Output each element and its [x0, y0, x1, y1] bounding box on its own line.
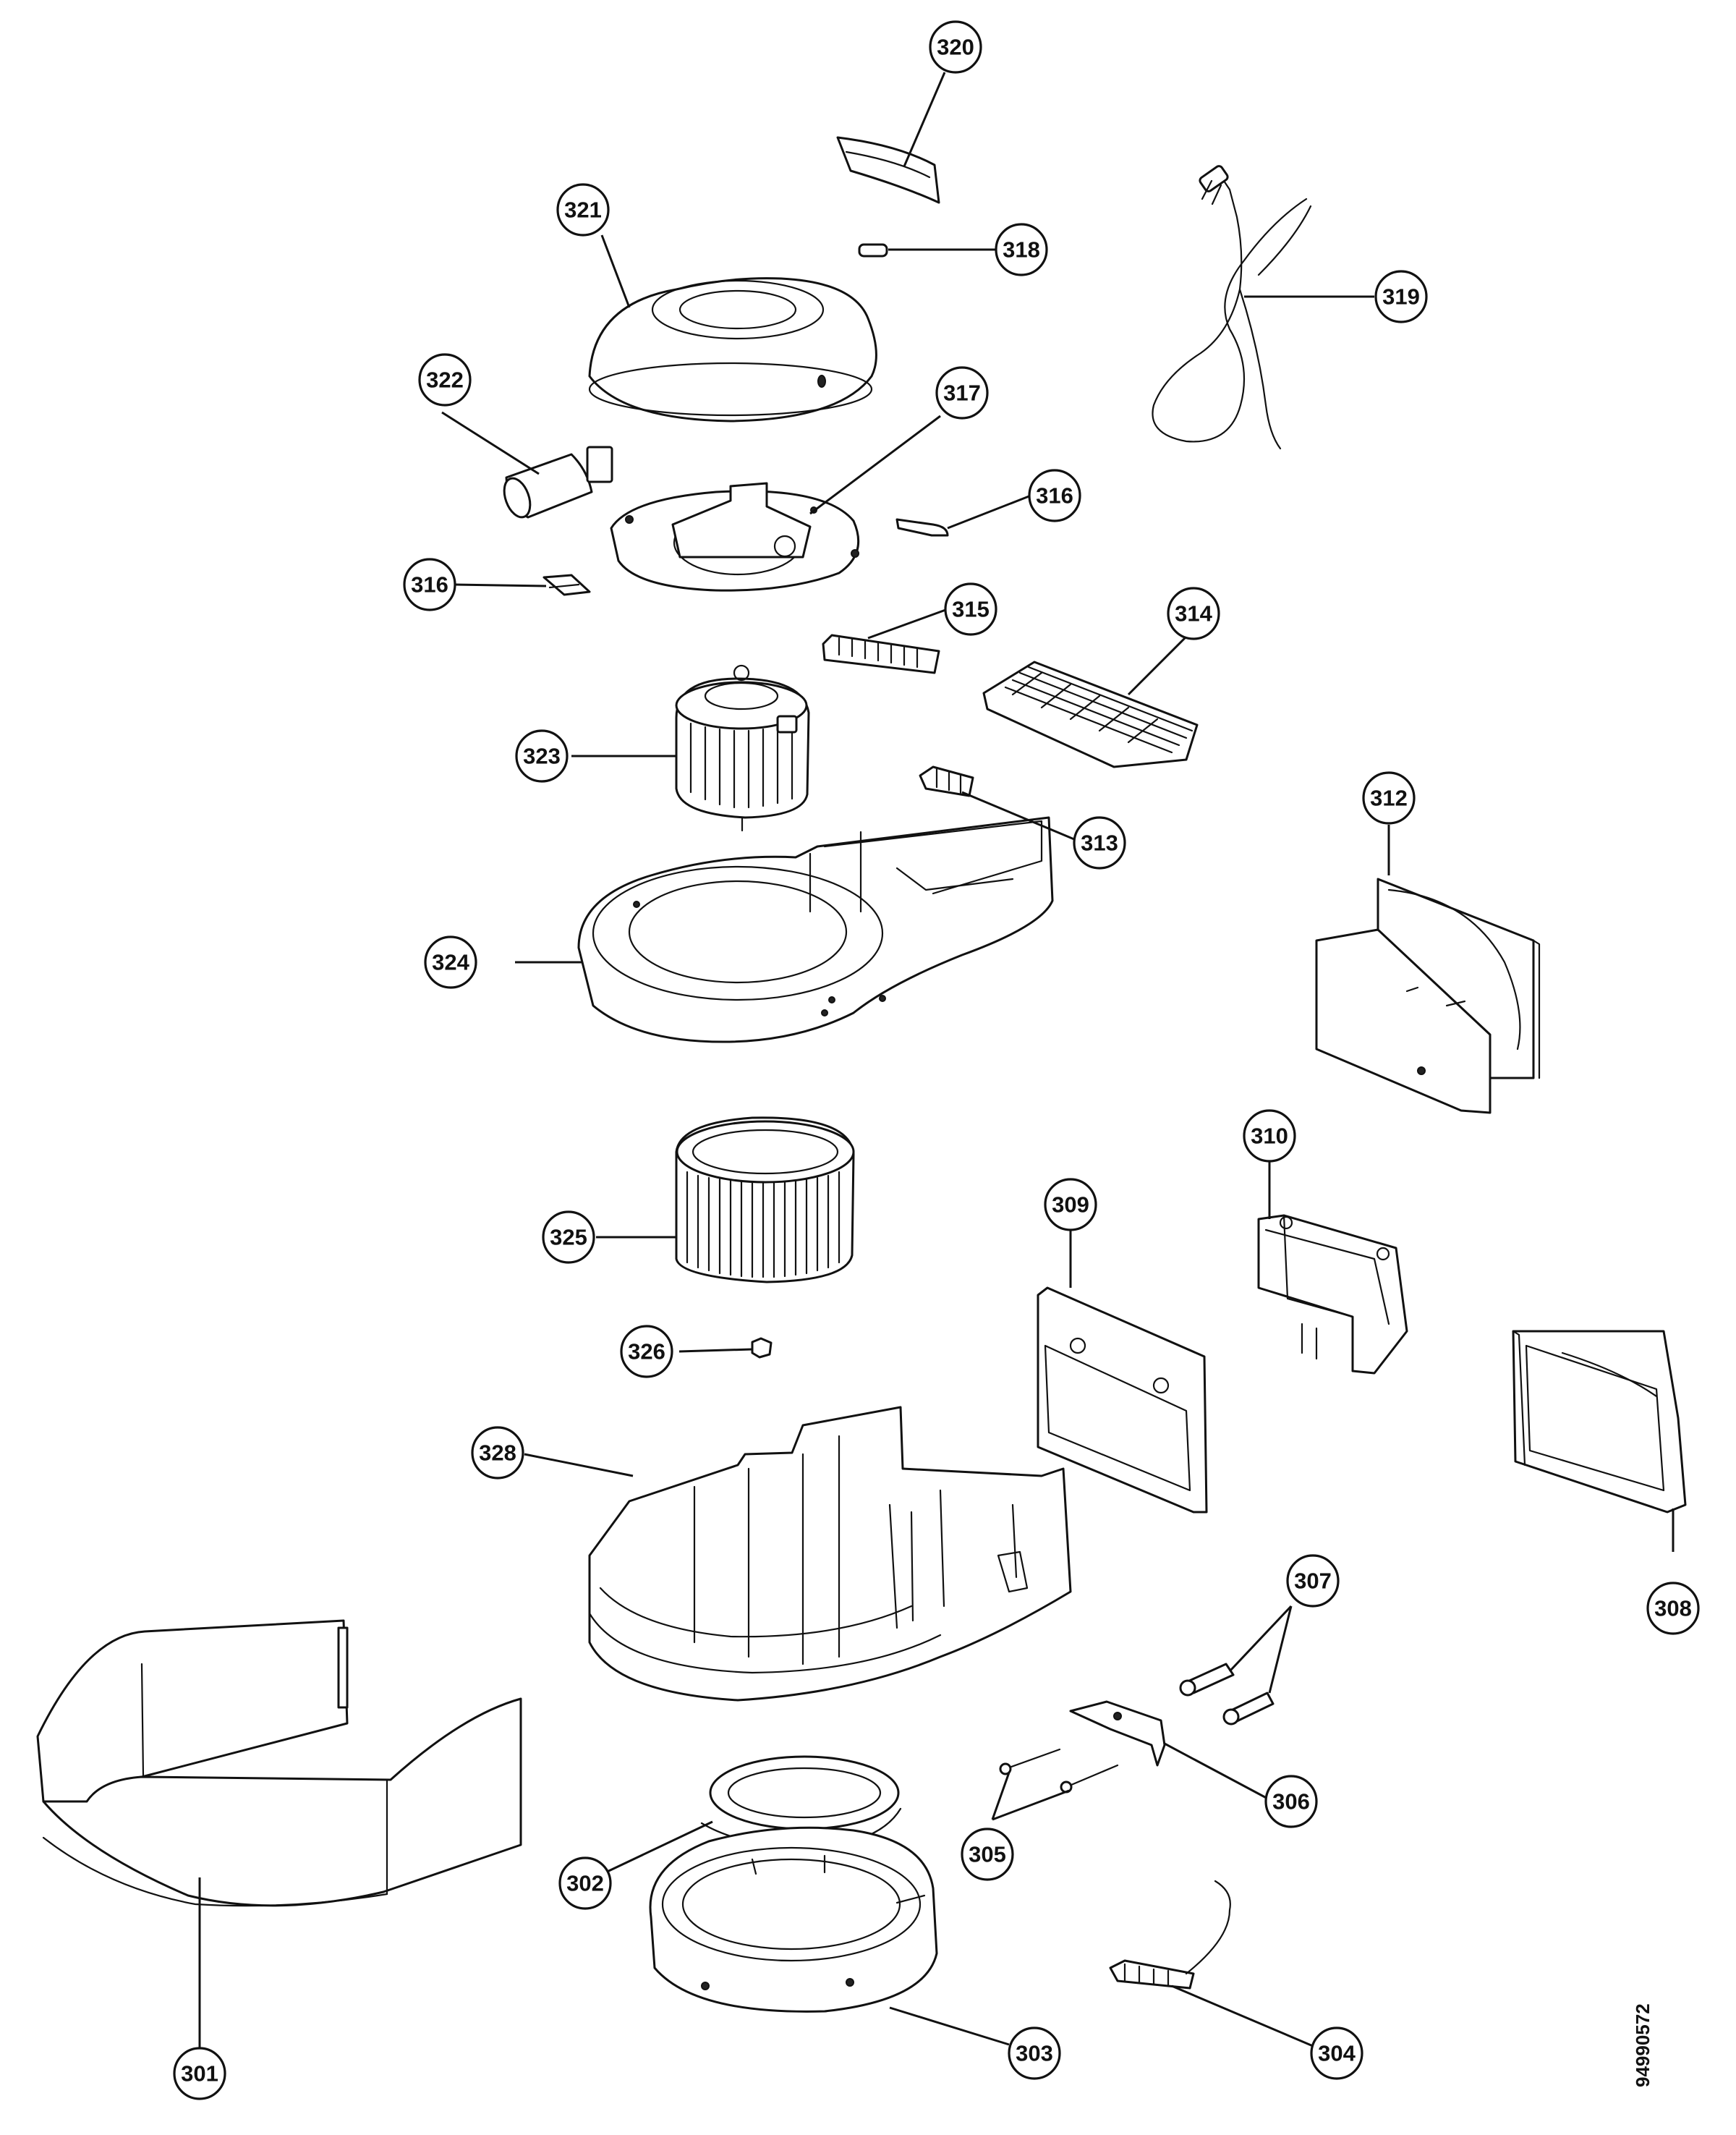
part-322-capacitor	[503, 446, 613, 519]
part-307-anchors	[1179, 1663, 1275, 1726]
callout-301: 301	[173, 2047, 226, 2100]
part-304-connector	[1109, 1880, 1231, 1990]
callout-label: 321	[564, 198, 602, 223]
callout-label: 317	[943, 381, 981, 406]
callout-label: 314	[1175, 601, 1212, 627]
part-315-terminal-block	[822, 634, 940, 674]
part-318-clip	[858, 243, 888, 258]
callout-label: 305	[969, 1842, 1006, 1867]
callout-label: 316	[1036, 483, 1073, 509]
part-319-power-cord	[1152, 165, 1312, 450]
callout-307: 307	[1286, 1554, 1340, 1608]
part-314-grille	[982, 661, 1199, 768]
callout-328: 328	[471, 1426, 524, 1480]
callout-308: 308	[1646, 1582, 1700, 1635]
callout-label: 320	[937, 35, 974, 60]
part-316-clip-right	[895, 518, 949, 537]
callout-320: 320	[929, 20, 982, 74]
callout-304: 304	[1310, 2026, 1363, 2080]
callout-323: 323	[515, 729, 569, 783]
leader-lines	[198, 72, 1675, 2047]
callout-314: 314	[1167, 587, 1220, 640]
part-325-fan-wheel	[675, 1116, 855, 1283]
part-312-duct-adapter	[1315, 878, 1541, 1114]
callout-312: 312	[1362, 771, 1416, 825]
part-308-outlet-spigot	[1512, 1330, 1687, 1514]
callout-309: 309	[1044, 1178, 1097, 1231]
callout-326: 326	[620, 1325, 673, 1378]
part-328-housing-bottom	[588, 1406, 1072, 1702]
callout-label: 318	[1003, 237, 1040, 263]
callout-label: 301	[181, 2061, 218, 2087]
callout-321: 321	[556, 183, 610, 237]
document-number: 94990572	[1632, 2003, 1654, 2087]
callout-label: 309	[1052, 1192, 1089, 1218]
callout-label: 303	[1016, 2041, 1053, 2066]
part-310-outlet-flange	[1257, 1214, 1408, 1375]
callout-324: 324	[424, 935, 477, 989]
callout-302: 302	[558, 1856, 612, 1910]
part-313-terminal-connector	[919, 765, 974, 797]
callout-305: 305	[961, 1828, 1014, 1881]
part-306-bracket	[1069, 1700, 1166, 1767]
callout-label: 319	[1382, 284, 1420, 310]
callout-316-right: 316	[1028, 469, 1081, 522]
part-317-mounting-plate	[610, 482, 860, 592]
callout-label: 315	[952, 597, 990, 622]
part-309-damper-plate	[1037, 1286, 1208, 1514]
callout-label: 312	[1370, 786, 1408, 811]
part-320-lamp-cover	[836, 136, 940, 204]
callout-313: 313	[1073, 816, 1126, 870]
callout-322: 322	[418, 353, 472, 407]
callout-label: 306	[1272, 1789, 1310, 1814]
callout-label: 325	[550, 1225, 587, 1250]
part-326-nut	[751, 1337, 773, 1359]
callout-306: 306	[1264, 1775, 1318, 1828]
part-324-housing-top	[577, 816, 1054, 1043]
callout-label: 326	[628, 1339, 665, 1364]
callout-317: 317	[935, 366, 989, 420]
callout-label: 316	[411, 572, 448, 598]
part-316-clip-left	[542, 574, 591, 596]
callout-label: 308	[1654, 1596, 1692, 1621]
callout-label: 324	[432, 950, 469, 975]
callout-label: 310	[1251, 1124, 1288, 1149]
callout-label: 323	[523, 744, 561, 769]
callout-319: 319	[1374, 270, 1428, 323]
part-321-dome-cover	[588, 277, 877, 423]
callout-316-left: 316	[403, 558, 456, 611]
callout-325: 325	[542, 1210, 595, 1264]
part-323-motor	[675, 664, 810, 832]
callout-303: 303	[1008, 2026, 1061, 2080]
callout-label: 304	[1318, 2041, 1356, 2066]
callout-label: 322	[426, 368, 464, 393]
callout-310: 310	[1243, 1109, 1296, 1163]
callout-label: 307	[1294, 1569, 1332, 1594]
callout-label: 328	[479, 1440, 516, 1466]
part-305-screws	[999, 1748, 1119, 1794]
callout-318: 318	[995, 223, 1048, 276]
callout-label: 313	[1081, 831, 1118, 856]
part-303-inlet-ring	[649, 1826, 938, 2013]
callout-label: 302	[566, 1871, 604, 1896]
part-301-front-panel	[36, 1619, 522, 1907]
callout-315: 315	[944, 582, 997, 636]
